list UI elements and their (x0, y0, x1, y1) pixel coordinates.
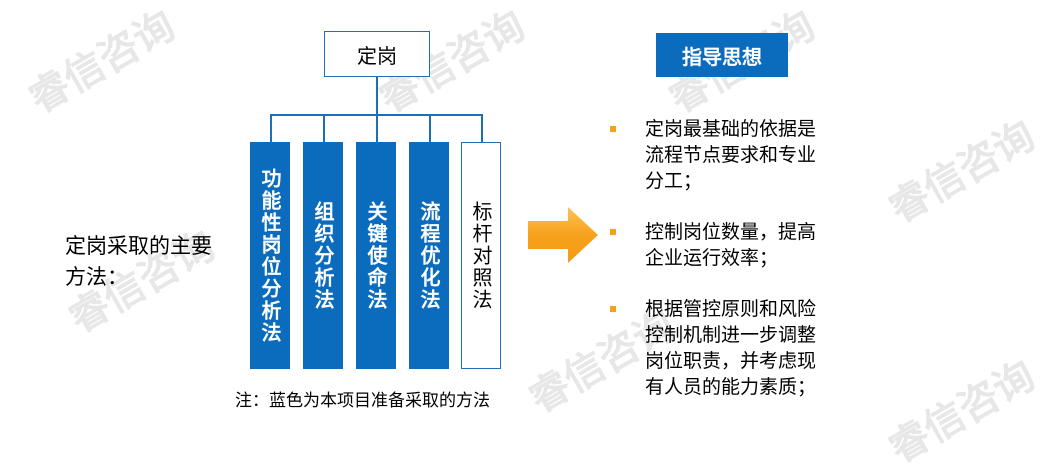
guide-point: 根据管控原则和风险控制机制进一步调整岗位职责，并考虑现有人员的能力素质； (610, 296, 825, 400)
guide-point-text: 根据管控原则和风险控制机制进一步调整岗位职责，并考虑现有人员的能力素质； (645, 298, 817, 398)
bullet-icon (610, 229, 616, 235)
guide-title: 指导思想 (656, 33, 788, 77)
method-box: 关键使命法 (356, 142, 396, 369)
guide-point: 控制岗位数量，提高企业运行效率； (610, 219, 825, 271)
guide-point: 定岗最基础的依据是流程节点要求和专业分工； (610, 116, 825, 194)
watermark: 睿信咨询 (881, 112, 1040, 233)
bullet-icon (610, 126, 616, 132)
guide-point-text: 控制岗位数量，提高企业运行效率； (645, 221, 817, 269)
method-box: 流程优化法 (409, 142, 449, 369)
method-box: 标杆对照法 (461, 142, 501, 369)
top-box: 定岗 (324, 31, 430, 77)
guide-point-text: 定岗最基础的依据是流程节点要求和专业分工； (645, 118, 817, 192)
left-title: 定岗采取的主要方法： (65, 234, 212, 289)
watermark: 睿信咨询 (881, 352, 1040, 473)
legend-note: 注：蓝色为本项目准备采取的方法 (235, 391, 490, 411)
connector-branch (323, 114, 325, 142)
guide-points: 定岗最基础的依据是流程节点要求和专业分工； 控制岗位数量，提高企业运行效率； 根… (610, 116, 825, 425)
right-arrow-icon (528, 207, 598, 263)
connector-branch (481, 114, 483, 142)
method-box: 功能性岗位分析法 (250, 142, 290, 369)
connector-branch (429, 114, 431, 142)
method-box: 组织分析法 (303, 142, 343, 369)
connector-vertical (376, 77, 378, 115)
bullet-icon (610, 306, 616, 312)
connector-branch (376, 114, 378, 142)
connector-branch (270, 114, 272, 142)
watermark: 睿信咨询 (21, 2, 183, 123)
